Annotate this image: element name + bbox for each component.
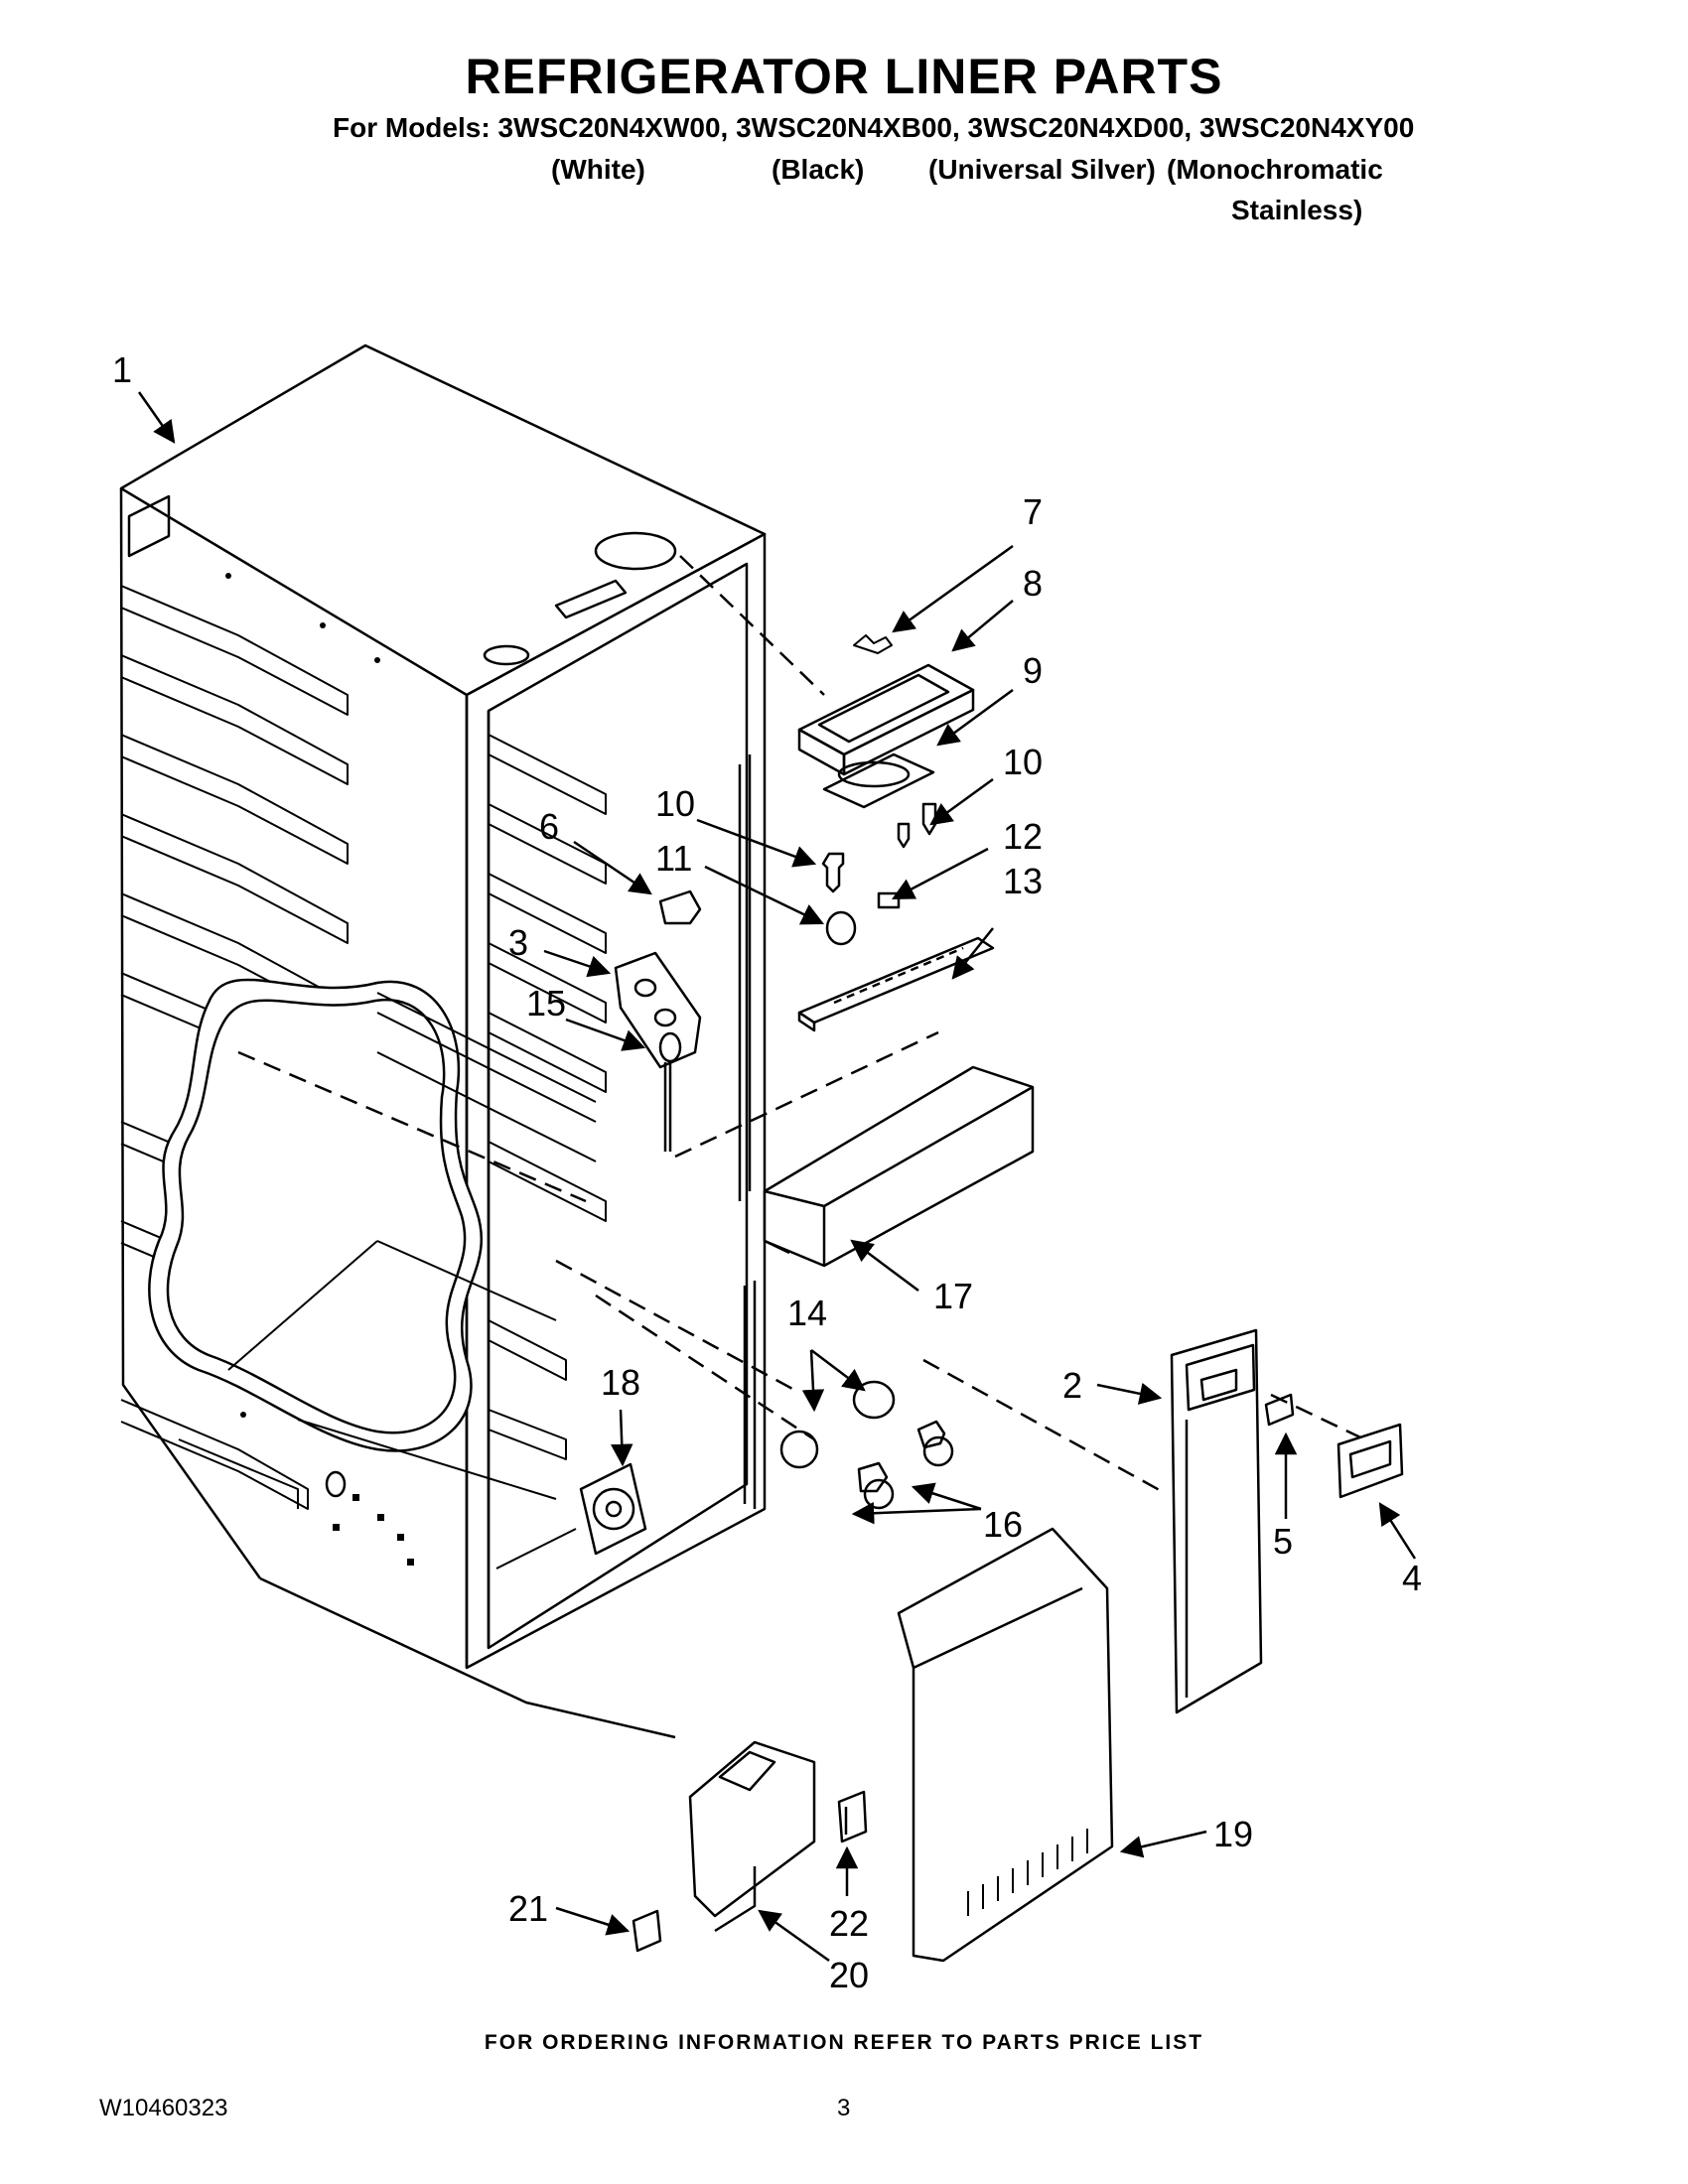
assembly-lines <box>237 555 1376 1496</box>
part-5 <box>1264 1393 1295 1427</box>
callout-arrows <box>137 391 1417 1963</box>
variant-black: (Black) <box>772 154 865 185</box>
ordering-note: FOR ORDERING INFORMATION REFER TO PARTS … <box>484 2031 1204 2054</box>
part-19-cover <box>897 1527 1114 1963</box>
part-4 <box>1336 1423 1404 1499</box>
part-6 <box>658 889 702 925</box>
callout-2: 2 <box>1062 1365 1082 1406</box>
part-22 <box>837 1790 868 1843</box>
callout-14: 14 <box>787 1293 827 1333</box>
variant-monochromatic: (Monochromatic <box>1167 154 1383 185</box>
callout-11: 11 <box>655 838 692 879</box>
callout-7: 7 <box>1023 491 1043 532</box>
part-18-fan <box>579 1462 647 1556</box>
callout-22: 22 <box>829 1903 869 1944</box>
document-id: W10460323 <box>99 2095 228 2121</box>
part-20-duct <box>688 1740 816 1933</box>
callout-10-right: 10 <box>1003 742 1043 782</box>
callout-1: 1 <box>112 349 132 390</box>
callout-6: 6 <box>539 806 559 847</box>
variant-white: (White) <box>551 154 645 185</box>
part-21 <box>632 1909 662 1953</box>
variant-silver: (Universal Silver) <box>928 154 1156 185</box>
callout-17: 17 <box>933 1276 973 1316</box>
page-title: REFRIGERATOR LINER PARTS <box>465 49 1223 104</box>
parts-14-16 <box>779 1380 954 1510</box>
callout-15: 15 <box>526 983 566 1024</box>
callout-21: 21 <box>508 1888 548 1929</box>
page-number: 3 <box>837 2095 851 2121</box>
callout-13: 13 <box>1003 861 1043 901</box>
liner-cabinet <box>119 343 767 1739</box>
part-17-bracket <box>763 1065 1035 1268</box>
callout-18: 18 <box>601 1362 640 1403</box>
callout-3: 3 <box>508 922 528 963</box>
models-line: For Models: 3WSC20N4XW00, 3WSC20N4XB00, … <box>333 112 1415 143</box>
screw-and-bulb <box>821 852 901 946</box>
light-housing <box>797 634 995 1032</box>
callout-8: 8 <box>1023 563 1043 604</box>
variant-stainless: Stainless) <box>1231 195 1363 225</box>
callout-20: 20 <box>829 1955 869 1995</box>
callout-12: 12 <box>1003 816 1043 857</box>
callout-19: 19 <box>1213 1814 1253 1854</box>
callout-16: 16 <box>983 1504 1023 1545</box>
part-15-probe <box>658 1031 682 1152</box>
part-2-panel <box>1170 1328 1263 1714</box>
callout-10-left: 10 <box>655 783 695 824</box>
callout-9: 9 <box>1023 650 1043 691</box>
callout-4: 4 <box>1402 1558 1422 1598</box>
callout-5: 5 <box>1273 1521 1293 1562</box>
